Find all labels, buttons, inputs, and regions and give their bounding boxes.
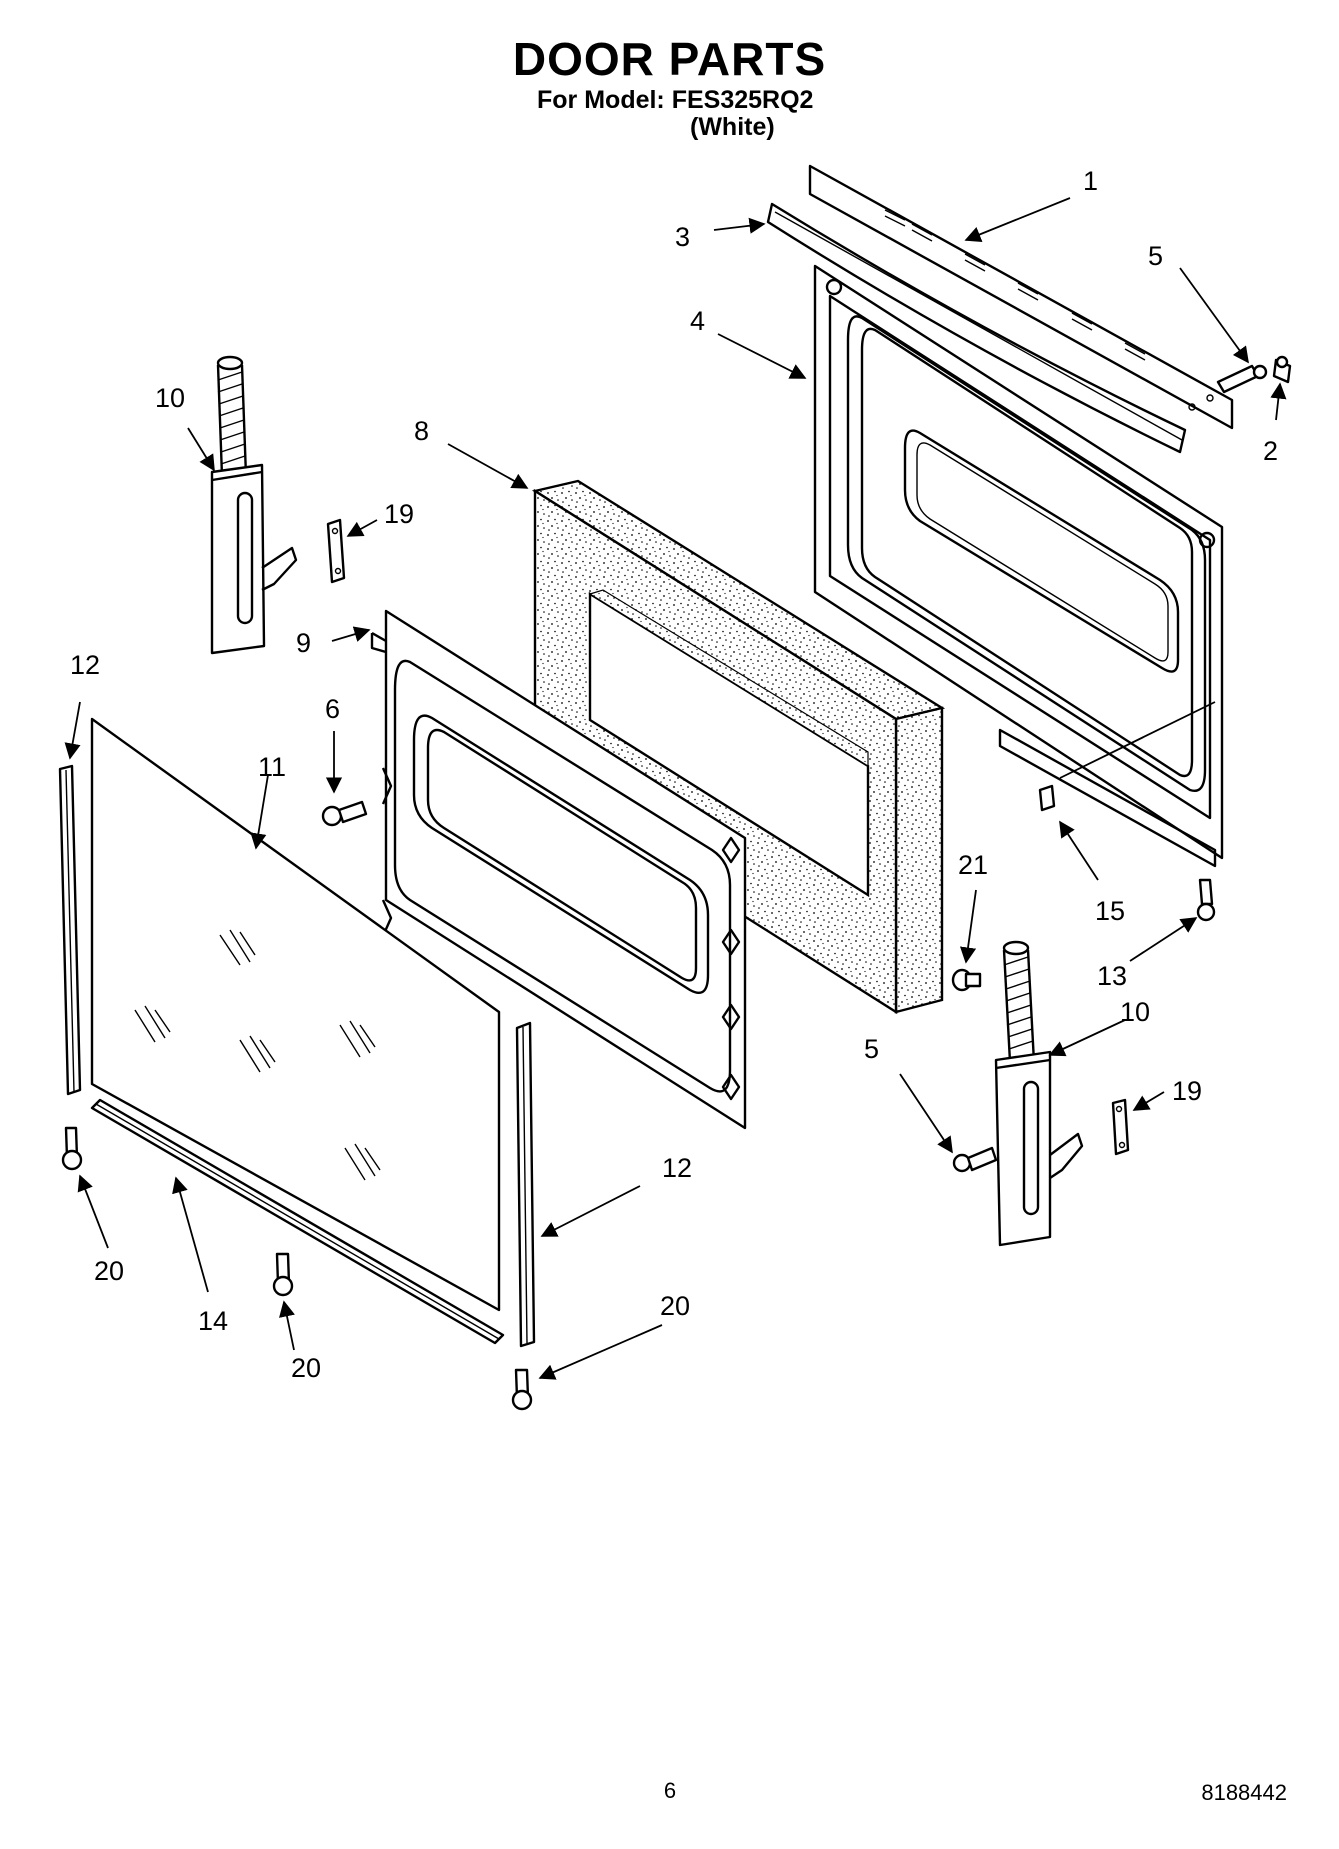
callout-20-middle: 20: [291, 1353, 321, 1383]
leader-lines: [64, 197, 1287, 1380]
part-screw-13: [1196, 878, 1216, 922]
callout-5-top: 5: [1148, 241, 1163, 271]
document-number: 8188442: [1201, 1780, 1287, 1805]
callout-6: 6: [325, 694, 340, 724]
callout-13: 13: [1097, 961, 1127, 991]
callout-19-left: 19: [384, 499, 414, 529]
part-screw-20-right: [511, 1368, 533, 1411]
part-screw-5-bottom: [952, 1146, 998, 1173]
part-glass-support-left: [58, 764, 82, 1096]
callout-19-right: 19: [1172, 1076, 1202, 1106]
part-screw-20-left: [61, 1126, 83, 1171]
callout-4: 4: [690, 306, 705, 336]
callout-12-left: 12: [70, 650, 100, 680]
callout-15: 15: [1095, 896, 1125, 926]
part-outer-door-panel: [813, 264, 1224, 868]
part-vent-trim: [808, 164, 1234, 430]
part-hinge-shim-19-right: [1111, 1098, 1130, 1156]
page-title: DOOR PARTS: [512, 33, 827, 85]
part-insulation: [531, 479, 946, 1015]
callout-2: 2: [1263, 436, 1278, 466]
part-inner-door-liner: [370, 609, 747, 1130]
callout-8: 8: [414, 416, 429, 446]
callout-20-right: 20: [660, 1291, 690, 1321]
part-hinge-shim-19-left: [326, 518, 346, 584]
part-bottom-trim: [90, 1098, 505, 1345]
part-hinge-right: [994, 940, 1084, 1247]
part-screw-2: [1272, 355, 1292, 384]
part-screw-20-middle: [272, 1252, 294, 1297]
callout-3: 3: [675, 222, 690, 252]
callout-21: 21: [958, 850, 988, 880]
callout-1: 1: [1083, 166, 1098, 196]
callout-14: 14: [198, 1306, 228, 1336]
callout-10-right: 10: [1120, 997, 1150, 1027]
callout-20-left: 20: [94, 1256, 124, 1286]
part-glass-support-right: [515, 1021, 536, 1348]
part-door-glass: [90, 717, 501, 1312]
part-clip-15: [1038, 784, 1056, 812]
callout-10-left: 10: [155, 383, 185, 413]
callout-12-right: 12: [662, 1153, 692, 1183]
callout-11: 11: [258, 752, 286, 782]
callout-9: 9: [296, 628, 311, 658]
part-bumper-21: [951, 968, 982, 992]
model-line: For Model: FES325RQ2: [537, 86, 814, 114]
callout-numbers: 1 3 4 5 2 8 10 19 9 12 6 11 21 15 13 10 …: [70, 166, 1278, 1383]
part-screw-6: [321, 800, 368, 827]
part-door-handle: [766, 202, 1187, 454]
part-hinge-left: [210, 355, 298, 655]
color-line: (White): [690, 113, 775, 141]
callout-5-bottom: 5: [864, 1034, 879, 1064]
page-number: 6: [663, 1778, 677, 1803]
part-screw-5-top: [1216, 364, 1268, 394]
